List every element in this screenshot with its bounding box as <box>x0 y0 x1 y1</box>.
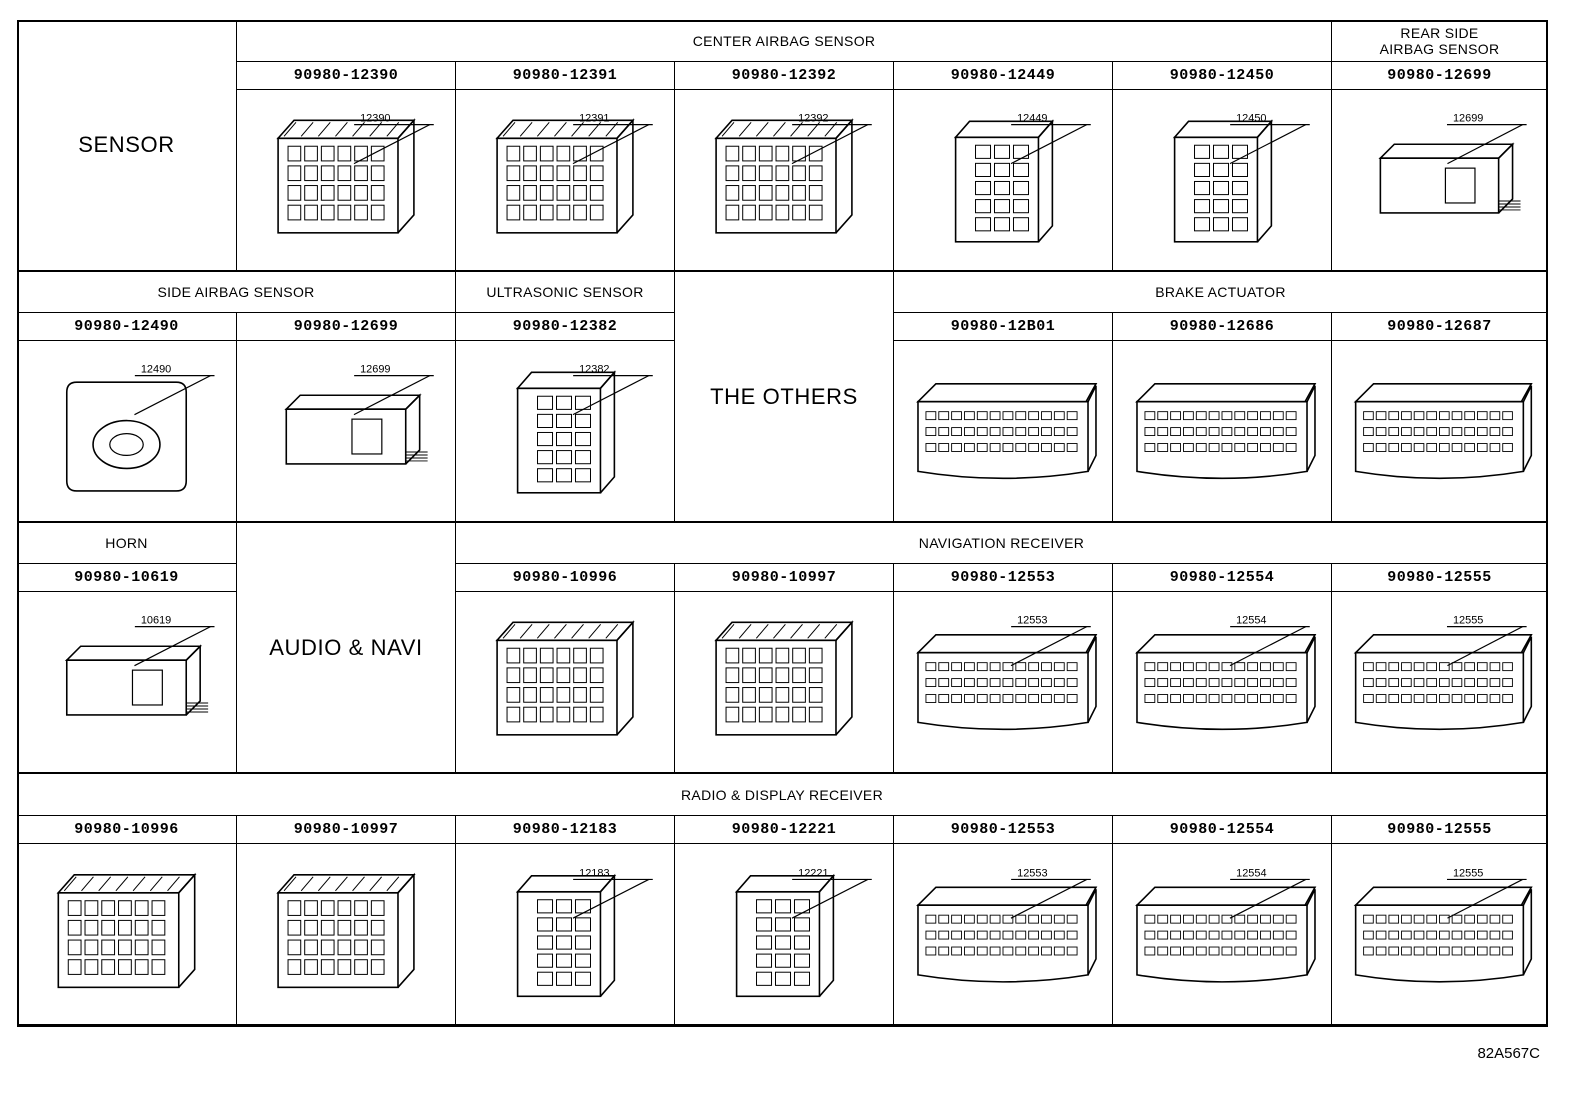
callout-label: 12390 <box>360 113 390 125</box>
connector-drawing <box>456 592 675 774</box>
part-number: 90980-12221 <box>675 816 894 844</box>
part-number: 90980-12553 <box>894 564 1113 592</box>
part-number: 90980-12382 <box>456 313 675 341</box>
callout-label: 12699 <box>1453 113 1483 125</box>
connector-drawing: 12553 <box>894 592 1113 774</box>
connector-drawing: 12391 <box>456 90 675 272</box>
callout-label: 12391 <box>579 113 609 125</box>
connector-drawing: 12553 <box>894 844 1113 1025</box>
connector-drawing <box>1113 341 1332 523</box>
callout-label: 12555 <box>1453 615 1483 627</box>
connector-drawing: 12699 <box>237 341 456 523</box>
connector-drawing: 12554 <box>1113 592 1332 774</box>
connector-drawing: 12490 <box>17 341 237 523</box>
rear-header-line2: AIRBAG SENSOR <box>1379 40 1500 57</box>
part-number: 90980-12553 <box>894 816 1113 844</box>
part-number: 90980-12390 <box>237 62 456 90</box>
part-number: 90980-12686 <box>1113 313 1332 341</box>
callout-label: 12221 <box>798 867 828 879</box>
callout-label: 12449 <box>1017 113 1047 125</box>
callout-label: 12490 <box>141 364 171 376</box>
part-number: 90980-12555 <box>1332 816 1548 844</box>
connector-drawing: 12390 <box>237 90 456 272</box>
part-number: 90980-12699 <box>1332 62 1548 90</box>
the-others-label: THE OTHERS <box>675 272 894 523</box>
brake-actuator-header: BRAKE ACTUATOR <box>894 272 1548 313</box>
side-airbag-sensor-header: SIDE AIRBAG SENSOR <box>17 272 456 313</box>
part-number: 90980-12391 <box>456 62 675 90</box>
part-number: 90980-12687 <box>1332 313 1548 341</box>
connector-drawing: 12449 <box>894 90 1113 272</box>
rear-header-line1: REAR SIDE <box>1400 24 1479 41</box>
connector-drawing <box>17 844 237 1025</box>
callout-label: 12553 <box>1017 867 1047 879</box>
part-number: 90980-12183 <box>456 816 675 844</box>
part-number: 90980-12449 <box>894 62 1113 90</box>
callout-label: 12699 <box>360 364 390 376</box>
part-number: 90980-10997 <box>237 816 456 844</box>
connector-drawing: 12555 <box>1332 592 1548 774</box>
callout-label: 12392 <box>798 113 828 125</box>
connector-drawing: 12450 <box>1113 90 1332 272</box>
connector-drawing <box>237 844 456 1025</box>
part-number: 90980-12555 <box>1332 564 1548 592</box>
horn-header: HORN <box>17 523 237 564</box>
part-number: 90980-10996 <box>456 564 675 592</box>
part-number: 90980-12392 <box>675 62 894 90</box>
callout-label: 12555 <box>1453 867 1483 879</box>
callout-label: 12554 <box>1236 867 1266 879</box>
part-number: 90980-12450 <box>1113 62 1332 90</box>
ultrasonic-sensor-header: ULTRASONIC SENSOR <box>456 272 675 313</box>
connector-drawing: 12555 <box>1332 844 1548 1025</box>
part-number: 90980-12554 <box>1113 564 1332 592</box>
center-airbag-sensor-header: CENTER AIRBAG SENSOR <box>237 20 1332 62</box>
connector-drawing <box>1332 341 1548 523</box>
audio-navi-label: AUDIO & NAVI <box>237 523 456 774</box>
part-number: 90980-12B01 <box>894 313 1113 341</box>
sensor-label: SENSOR <box>17 20 237 272</box>
part-number: 90980-10997 <box>675 564 894 592</box>
connector-drawing: 12699 <box>1332 90 1548 272</box>
navigation-receiver-header: NAVIGATION RECEIVER <box>456 523 1548 564</box>
connector-drawing: 12392 <box>675 90 894 272</box>
part-number: 90980-12490 <box>17 313 237 341</box>
callout-label: 12553 <box>1017 615 1047 627</box>
radio-display-receiver-header: RADIO & DISPLAY RECEIVER <box>17 774 1548 816</box>
callout-label: 12183 <box>579 867 609 879</box>
callout-label: 12450 <box>1236 113 1266 125</box>
part-number: 90980-12554 <box>1113 816 1332 844</box>
connector-drawing <box>675 592 894 774</box>
connector-drawing: 12382 <box>456 341 675 523</box>
callout-label: 10619 <box>141 615 171 627</box>
callout-label: 12382 <box>579 364 609 376</box>
connector-drawing: 12554 <box>1113 844 1332 1025</box>
part-number: 90980-10619 <box>17 564 237 592</box>
callout-label: 12554 <box>1236 615 1266 627</box>
part-number: 90980-10996 <box>17 816 237 844</box>
connector-drawing <box>894 341 1113 523</box>
connector-drawing: 10619 <box>17 592 237 774</box>
part-number: 90980-12699 <box>237 313 456 341</box>
connector-drawing: 12221 <box>675 844 894 1025</box>
figure-code: 82A567C <box>1477 1045 1540 1062</box>
connector-drawing: 12183 <box>456 844 675 1025</box>
